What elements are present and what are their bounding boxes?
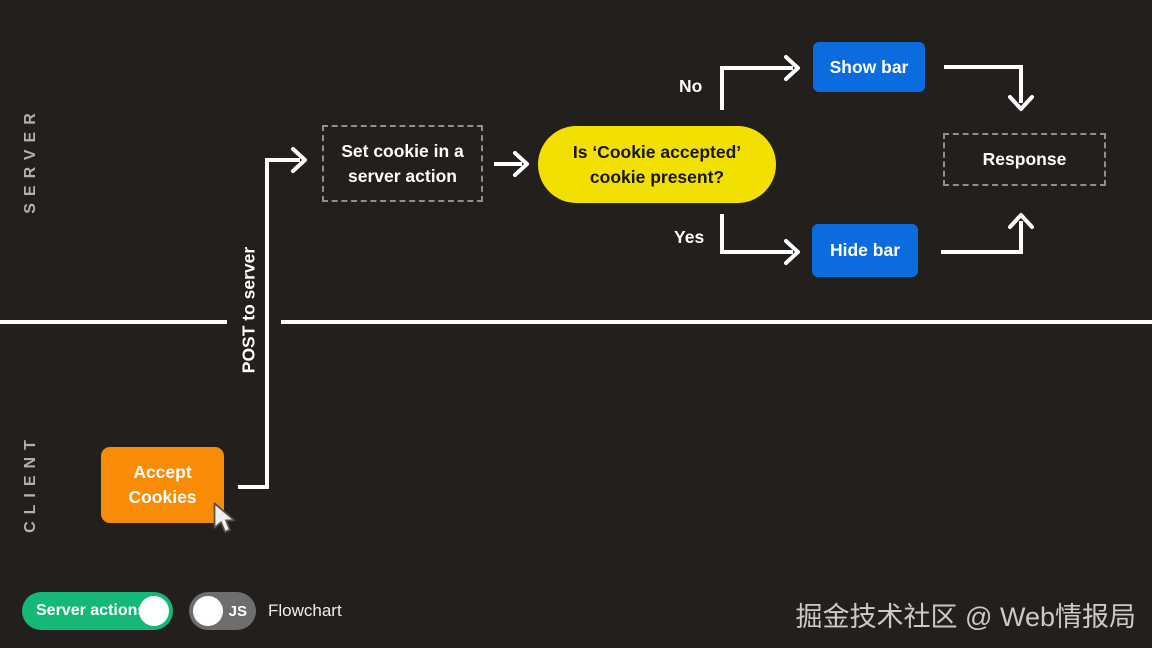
arrowhead-no xyxy=(784,55,800,81)
js-toggle-knob[interactable] xyxy=(193,596,223,626)
hide-bar-node: Hide bar xyxy=(812,224,918,277)
no-edge-label: No xyxy=(679,76,703,96)
flowchart-label: Flowchart xyxy=(268,601,342,620)
cookie-decision-node: Is ‘Cookie accepted’ cookie present? xyxy=(538,126,776,203)
arrowhead-showbar xyxy=(1008,95,1034,111)
show-bar-node: Show bar xyxy=(813,42,925,92)
yes-edge-label: Yes xyxy=(674,227,705,247)
js-toggle[interactable]: JS xyxy=(189,592,256,630)
server-actions-toggle-knob[interactable] xyxy=(139,596,169,626)
edge-yes xyxy=(720,214,793,254)
set-cookie-node: Set cookie in a server action xyxy=(322,125,483,202)
mouse-cursor-icon xyxy=(213,502,236,533)
server-actions-toggle-label: Server actions xyxy=(36,602,147,619)
arrowhead-hidebar xyxy=(1008,213,1034,229)
client-lane-label: CLIENT xyxy=(22,433,39,533)
accept-cookies-button[interactable]: Accept Cookies xyxy=(101,447,224,523)
server-actions-toggle[interactable]: Server actions xyxy=(22,592,173,630)
edge-post-to-server xyxy=(238,158,300,489)
js-toggle-label: JS xyxy=(228,602,247,620)
post-to-server-label: POST to server xyxy=(238,246,259,374)
arrowhead-decision xyxy=(513,151,529,177)
edge-showbar-response xyxy=(944,65,1023,103)
edge-hidebar-response xyxy=(941,221,1023,254)
server-lane-label: SERVER xyxy=(22,106,39,214)
edge-no xyxy=(720,66,793,110)
arrowhead-yes xyxy=(784,239,800,265)
watermark-text: 掘金技术社区 @ Web情报局 xyxy=(795,602,1136,632)
response-node: Response xyxy=(943,133,1106,186)
arrowhead-post xyxy=(291,147,307,173)
